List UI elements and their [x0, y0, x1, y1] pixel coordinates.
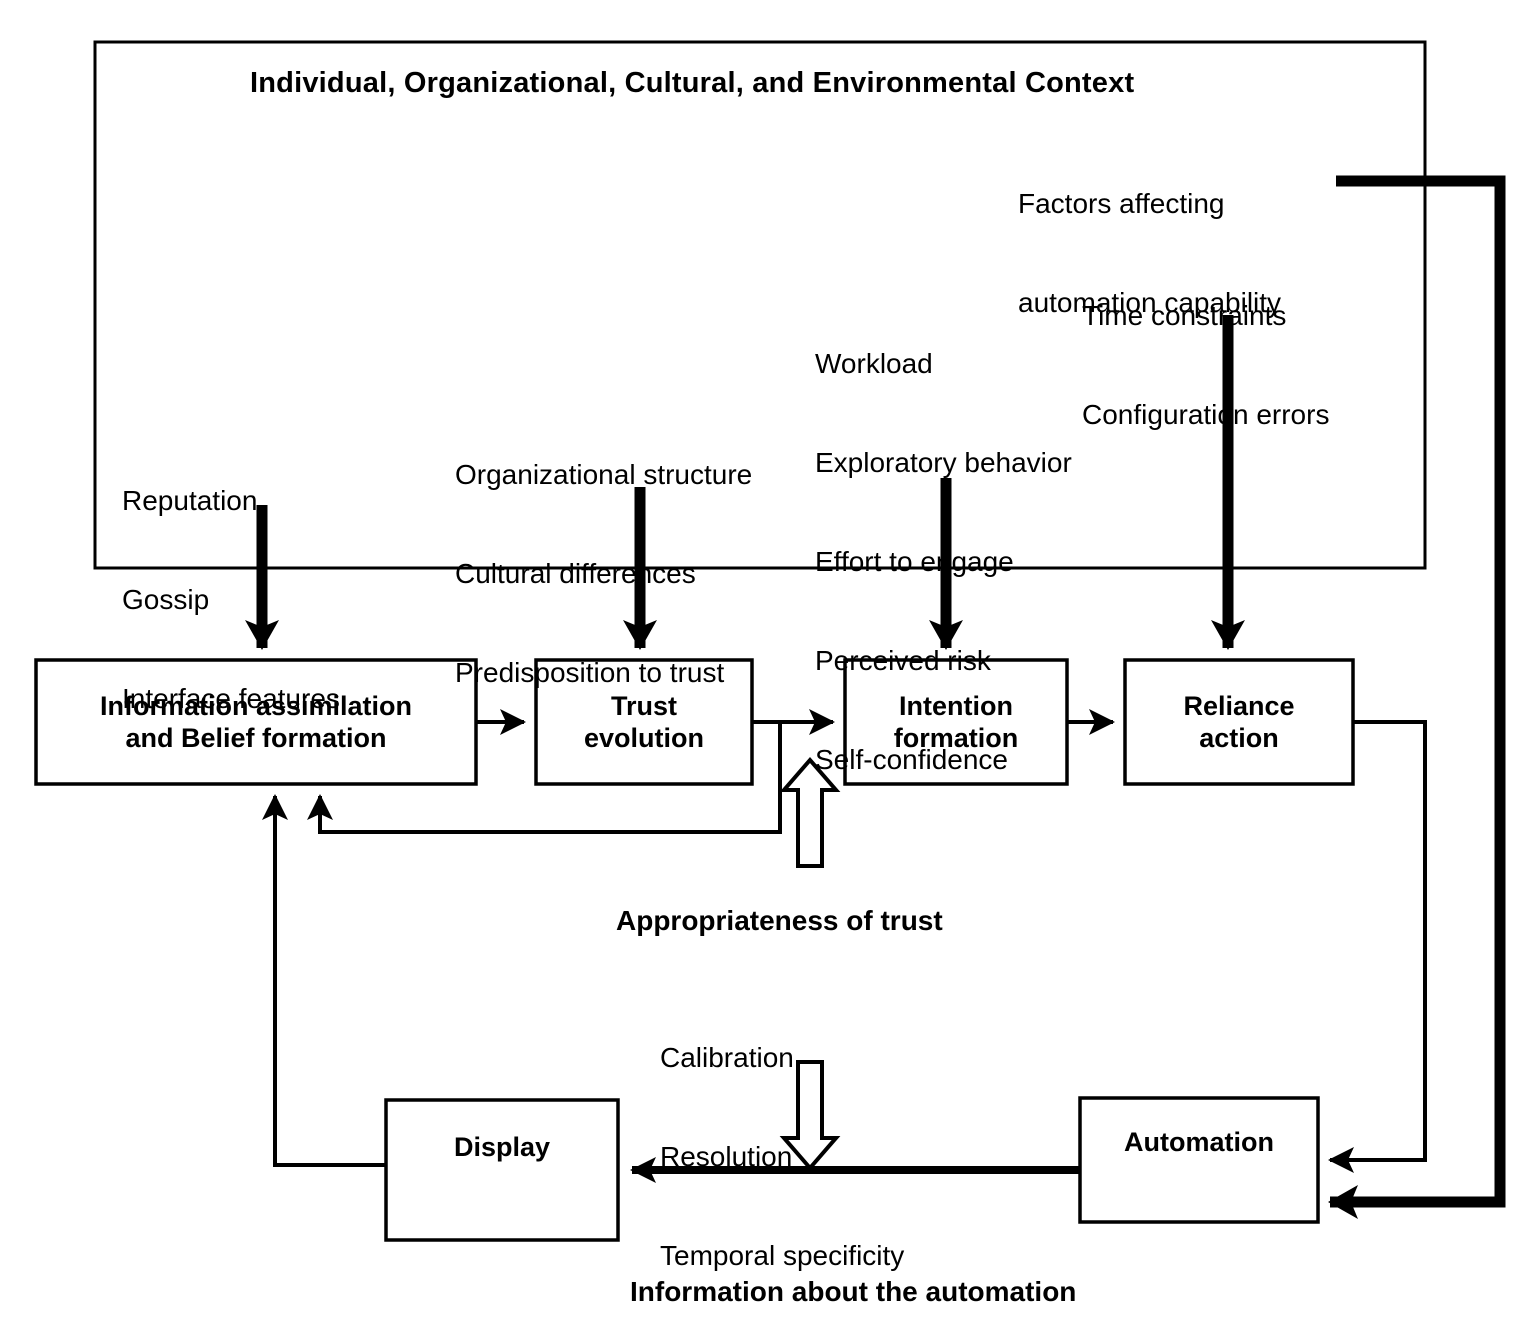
label-automation[interactable]: Automation	[1080, 1098, 1318, 1186]
factor-line: Time constraints	[1082, 300, 1287, 332]
factor-line: automation capability	[1018, 287, 1282, 319]
box-text: Automation	[1124, 1126, 1274, 1157]
box-text: Intention formation	[893, 690, 1019, 753]
factor-line: Configuration errors	[1082, 399, 1330, 431]
context-box	[93, 40, 1427, 570]
feedback-display-to-belief	[262, 794, 386, 1167]
factor-line: Organizational structure	[455, 459, 753, 491]
factor-line: Exploratory behavior	[815, 447, 1072, 479]
arrow-automation-capability	[1328, 175, 1506, 1219]
factor-line: Factors affecting	[1018, 188, 1225, 220]
appropriateness-item: Calibration	[660, 1041, 794, 1073]
box-information-assimilation	[34, 658, 478, 786]
context-box-title: Individual, Organizational, Cultural, an…	[250, 67, 1135, 99]
link-reliance-to-automation	[1328, 720, 1427, 1173]
factor-group-automation-capability: Factors affecting automation capability	[1018, 121, 1281, 385]
box-text: Display	[453, 1132, 551, 1163]
appropriateness-item: Temporal specificity	[660, 1239, 905, 1271]
factor-group-reliance: Time constraints Configuration errors	[1082, 233, 1329, 497]
factor-group-belief: Reputation Gossip Interface features	[122, 418, 340, 781]
box-automation	[1078, 1096, 1320, 1224]
box-trust-evolution	[534, 658, 754, 786]
factor-line: Self-confidence	[815, 744, 1009, 776]
factor-line: Reputation	[122, 485, 258, 517]
factor-line: Cultural differences	[455, 558, 696, 590]
appropriateness-of-trust-group: Appropriateness of trust Calibration Res…	[616, 866, 943, 1343]
label-intention-formation[interactable]: Intention formation	[845, 660, 1067, 784]
label-trust-evolution[interactable]: Trust evolution	[536, 660, 752, 784]
factor-line: Predisposition to trust	[455, 657, 725, 689]
factor-line: Workload	[815, 348, 933, 380]
box-text: Trust evolution	[584, 690, 704, 753]
factor-group-intention: Workload Exploratory behavior Effort to …	[815, 281, 1072, 843]
factor-line: Effort to engage	[815, 546, 1014, 578]
appropriateness-item: Functional specificity	[660, 1338, 943, 1343]
factor-line: Interface features	[122, 683, 340, 715]
appropriateness-heading: Appropriateness of trust	[616, 904, 943, 936]
appropriateness-item: Resolution	[660, 1140, 793, 1172]
automation-info-group: Information about the automation Attribu…	[630, 1237, 1404, 1343]
automation-info-heading: Information about the automation	[630, 1275, 1077, 1307]
box-reliance-action	[1123, 658, 1355, 786]
box-text: Information assimilation and Belief form…	[99, 690, 413, 753]
feedback-trust-to-belief	[307, 724, 782, 834]
label-display[interactable]: Display	[386, 1100, 618, 1195]
factor-group-trust: Organizational structure Cultural differ…	[455, 392, 752, 755]
label-reliance-action[interactable]: Reliance action	[1125, 660, 1353, 784]
factor-line: Gossip	[122, 584, 210, 616]
box-text: Reliance action	[1183, 690, 1295, 753]
box-display	[384, 1098, 620, 1242]
factor-line: Perceived risk	[815, 645, 991, 677]
hollow-arrow-up-appropriateness	[779, 756, 841, 868]
hollow-arrow-down-automation-info	[779, 1060, 841, 1172]
label-information-assimilation[interactable]: Information assimilation and Belief form…	[36, 660, 476, 784]
